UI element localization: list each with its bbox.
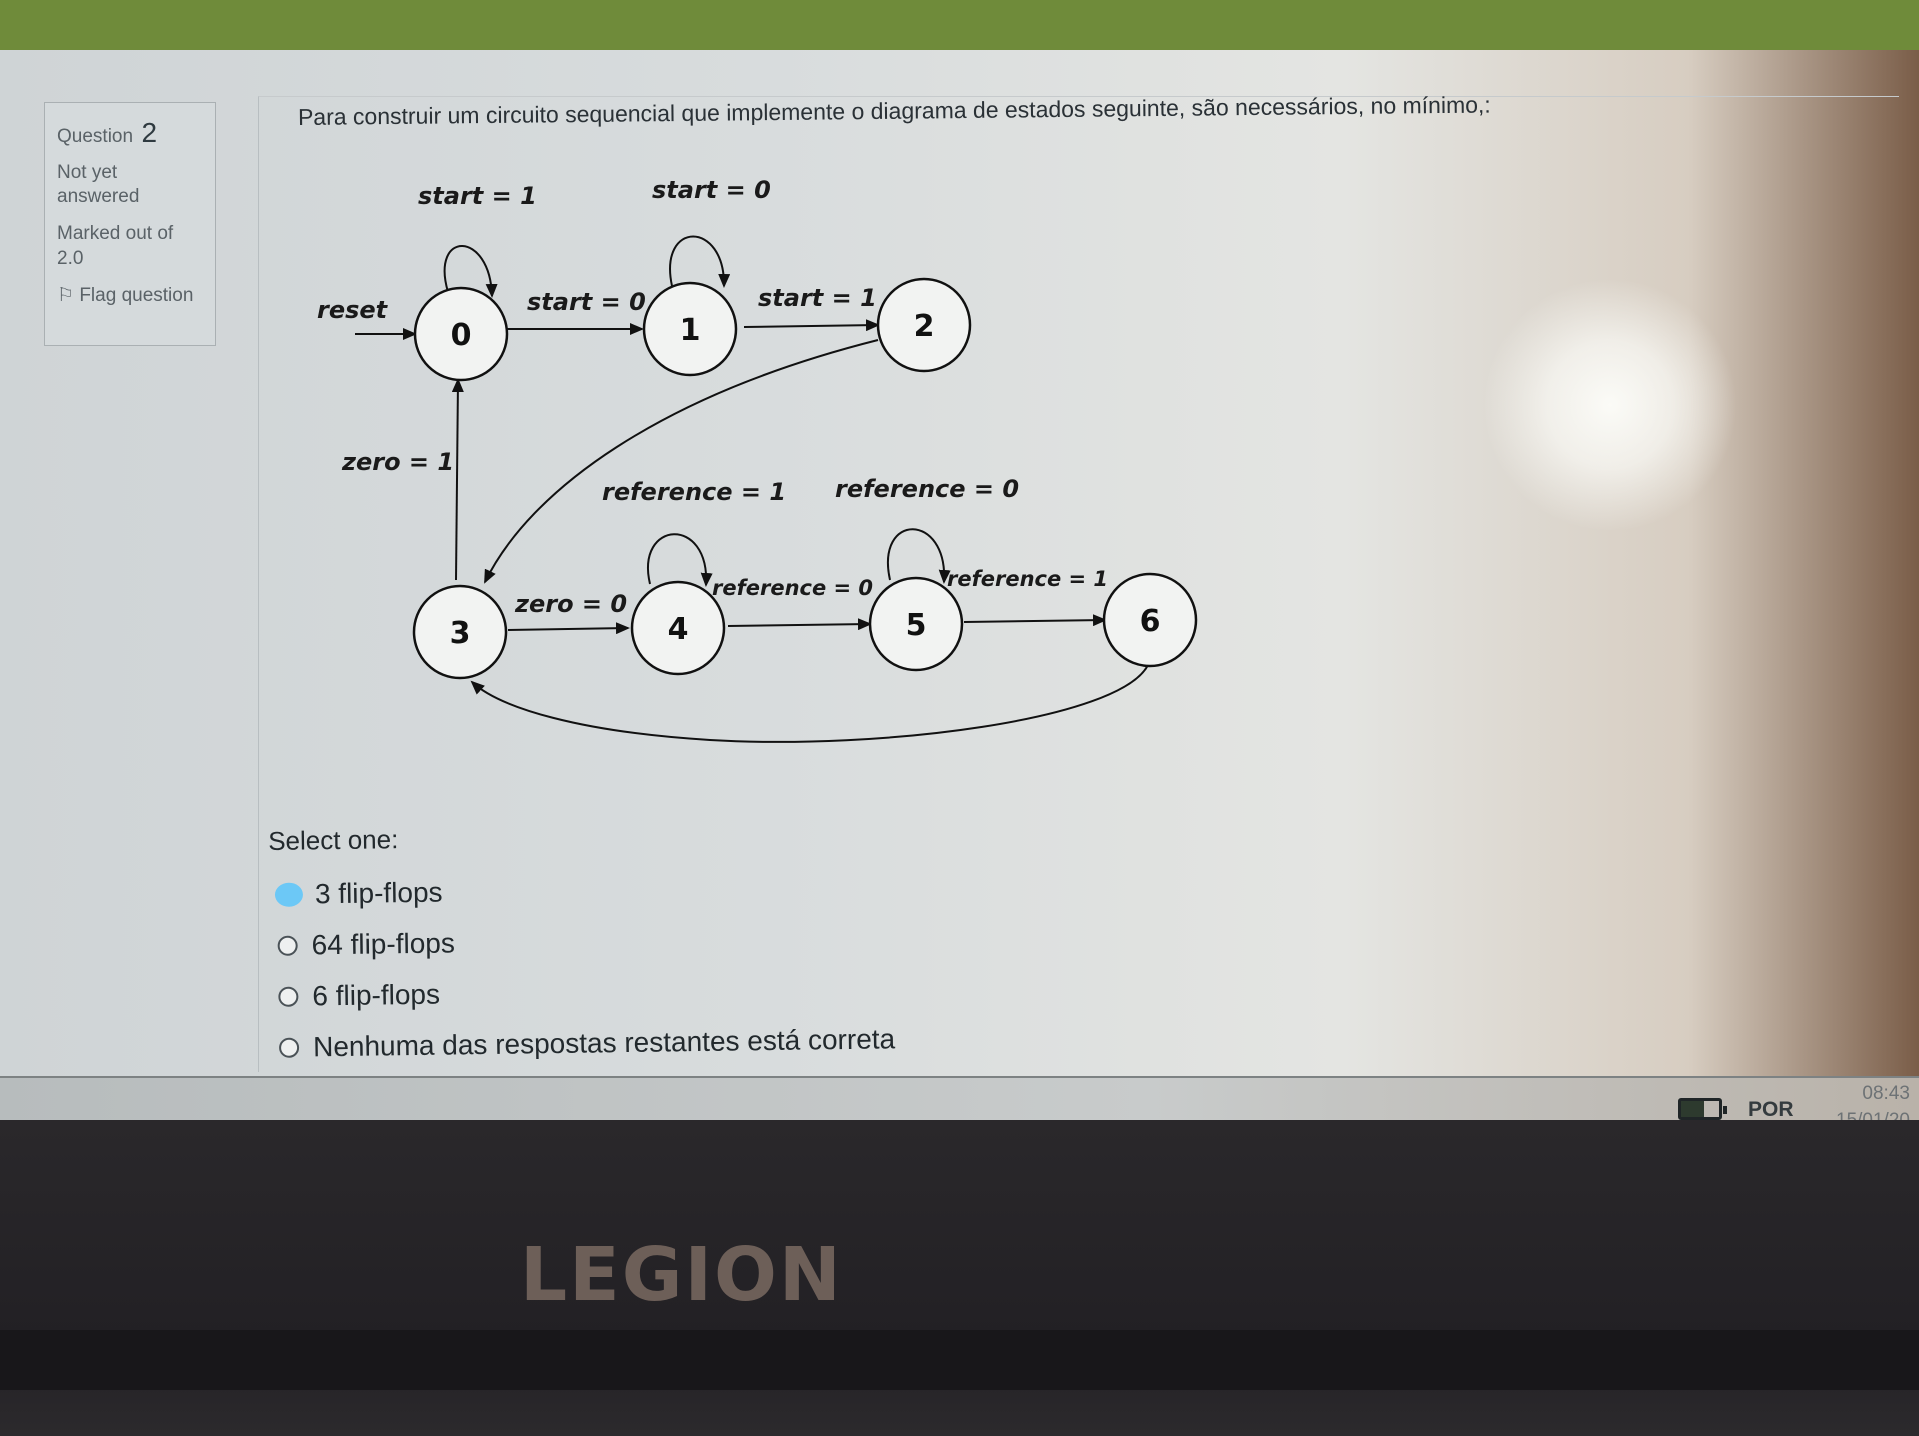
language-indicator[interactable]: POR xyxy=(1748,1098,1794,1121)
answer-block: Select one: 3 flip-flops 64 flip-flops 6… xyxy=(268,817,895,1073)
radio-button-selected[interactable] xyxy=(274,882,304,907)
label-t56: reference = 1 xyxy=(947,567,1108,591)
answer-option[interactable]: 6 flip-flops xyxy=(270,962,895,1022)
state-label-6: 6 xyxy=(1140,604,1161,639)
browser-screen xyxy=(0,50,1919,1120)
question-number: 2 xyxy=(141,117,158,148)
state-node-2 xyxy=(876,277,972,373)
edge-5-loop xyxy=(887,528,951,584)
question-info-box: Question 2 Not yet answered Marked out o… xyxy=(44,102,216,346)
radio-button[interactable] xyxy=(278,986,299,1007)
label-t45: reference = 0 xyxy=(712,576,873,600)
answer-option[interactable]: 64 flip-flops xyxy=(269,911,894,971)
edge-3-0 xyxy=(451,378,464,581)
edge-5-6 xyxy=(963,614,1107,627)
label-t01: start = 0 xyxy=(527,288,646,316)
label-t30: zero = 1 xyxy=(341,448,454,476)
battery-icon[interactable] xyxy=(1678,1098,1727,1120)
state-node-1 xyxy=(642,281,738,377)
state-label-1: 1 xyxy=(680,313,701,348)
edge-0-loop xyxy=(443,245,498,298)
answer-option[interactable]: Nenhuma das respostas restantes está cor… xyxy=(271,1013,896,1073)
edge-4-loop xyxy=(647,533,713,587)
question-state: Not yet answered xyxy=(57,162,140,207)
state-node-3 xyxy=(412,584,508,680)
flag-question-label: Flag question xyxy=(79,285,194,306)
edge-4-5 xyxy=(727,618,872,631)
flag-icon: ⚐ xyxy=(57,285,75,306)
label-s1-loop: start = 0 xyxy=(652,176,771,204)
question-label: Question xyxy=(57,126,134,147)
taskbar xyxy=(0,1078,1919,1120)
label-reset: reset xyxy=(317,296,389,324)
state-diagram: 0 1 2 3 4 5 6 reset start = 1 start = 0 … xyxy=(317,176,1198,743)
radio-button[interactable] xyxy=(277,935,298,956)
answer-option[interactable]: 3 flip-flops xyxy=(269,860,894,920)
option-label: 64 flip-flops xyxy=(311,926,456,960)
edge-2-3 xyxy=(484,339,879,584)
label-s4-loop: reference = 1 xyxy=(602,478,786,506)
state-label-2: 2 xyxy=(914,309,935,344)
label-s5-loop: reference = 0 xyxy=(835,475,1019,503)
state-node-0 xyxy=(413,286,509,382)
clock-time: 08:43 xyxy=(1862,1083,1910,1104)
brand-logo: LEGION xyxy=(520,1232,843,1318)
option-label: 3 flip-flops xyxy=(314,876,443,909)
question-content-area xyxy=(258,96,1899,1072)
state-node-6 xyxy=(1102,572,1198,668)
edge-6-3 xyxy=(470,664,1149,743)
state-label-0: 0 xyxy=(451,318,472,353)
state-label-4: 4 xyxy=(668,612,689,647)
state-label-3: 3 xyxy=(450,616,471,651)
state-node-5 xyxy=(868,576,964,672)
screen-top-strip xyxy=(0,0,1919,52)
label-s0-loop: start = 1 xyxy=(418,182,537,210)
question-marks: Marked out of 2.0 xyxy=(57,223,174,269)
label-t34: zero = 0 xyxy=(514,590,627,618)
flag-question-link[interactable]: ⚐ Flag question xyxy=(57,283,203,308)
option-label: 6 flip-flops xyxy=(312,978,441,1011)
state-label-5: 5 xyxy=(906,608,927,643)
edge-1-2 xyxy=(743,319,880,332)
radio-button[interactable] xyxy=(278,1037,300,1058)
edge-1-loop xyxy=(669,235,731,288)
state-node-4 xyxy=(630,580,726,676)
laptop-hinge xyxy=(0,1330,1919,1390)
edge-3-4 xyxy=(507,622,630,635)
label-t12: start = 1 xyxy=(758,284,877,312)
screen-glare xyxy=(1480,280,1740,530)
option-label: Nenhuma das respostas restantes está cor… xyxy=(312,1022,896,1062)
